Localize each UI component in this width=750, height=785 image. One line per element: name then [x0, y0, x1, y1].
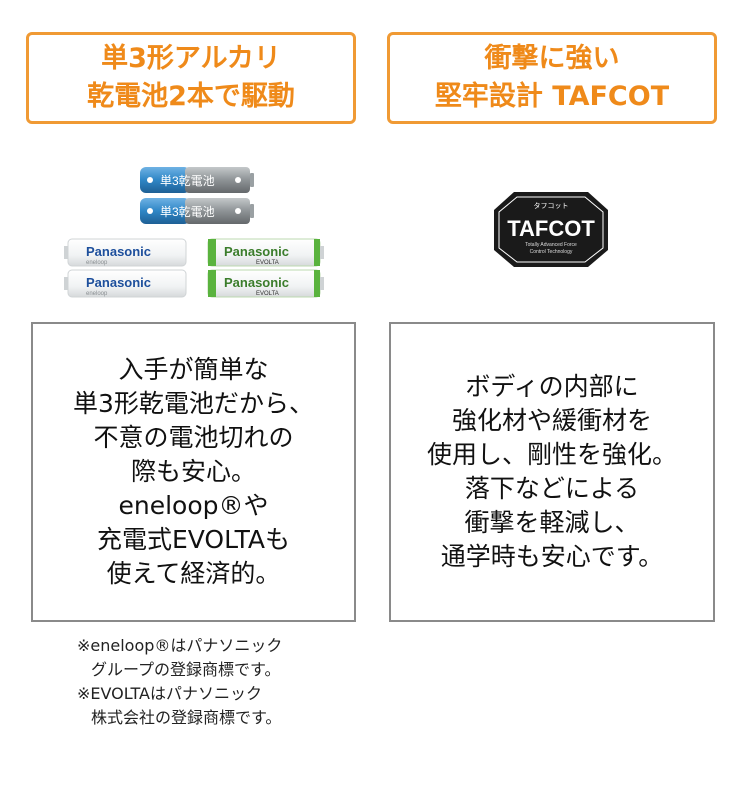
- panel-line: 衝撃を軽減し、: [464, 508, 640, 537]
- eneloop-label: eneloop: [86, 291, 108, 297]
- panel-line: 通学時も安心です。: [440, 542, 664, 571]
- brand-label: Panasonic: [86, 244, 151, 259]
- brand-label: Panasonic: [224, 275, 289, 290]
- note-line: ※EVOLTAはパナソニック: [77, 684, 262, 703]
- tafcot-description-panel: ボディの内部に 強化材や緩衝材を 使用し、剛性を強化。 落下などによる 衝撃を軽…: [389, 322, 715, 622]
- panel-line: 落下などによる: [464, 474, 640, 503]
- logo-sub1: Totally Advanced Force: [525, 242, 577, 248]
- panel-line: eneloop®や: [118, 491, 269, 520]
- panel-line: 単3形乾電池だから、: [73, 389, 314, 418]
- logo-name: TAFCOT: [507, 216, 595, 241]
- evolta-battery-2: Panasonic EVOLTA: [207, 269, 324, 298]
- evolta-label: EVOLTA: [256, 260, 279, 266]
- eneloop-battery-1: Panasonic eneloop: [64, 238, 187, 267]
- panel-line: 充電式EVOLTAも: [96, 525, 291, 554]
- feature-badge-battery: 単3形アルカリ 乾電池2本で駆動: [26, 32, 356, 124]
- note-line: ※eneloop®はパナソニック: [77, 636, 283, 655]
- battery-label: 単3乾電池: [160, 205, 215, 219]
- badge-title-line1: 衝撃に強い: [484, 43, 620, 74]
- panel-line: 際も安心。: [130, 457, 256, 486]
- badge-title-line2: 堅牢設計 TAFCOT: [434, 81, 670, 112]
- trademark-notes: ※eneloop®はパナソニック グループの登録商標です。 ※EVOLTAはパナ…: [77, 634, 377, 730]
- note-line: 株式会社の登録商標です。: [91, 708, 282, 727]
- panel-line: 入手が簡単な: [118, 355, 269, 384]
- aa-battery-2: 単3乾電池: [140, 198, 254, 224]
- logo-sub2: Control Technology: [530, 249, 573, 255]
- logo-top-text: タフコット: [534, 201, 569, 210]
- brand-label: Panasonic: [86, 275, 151, 290]
- feature-badge-tafcot: 衝撃に強い 堅牢設計 TAFCOT: [387, 32, 717, 124]
- tafcot-logo-area: タフコット TAFCOT Totally Advanced Force Cont…: [386, 155, 716, 310]
- eneloop-label: eneloop: [86, 260, 108, 266]
- badge-title-line1: 単3形アルカリ: [101, 43, 281, 74]
- brand-label: Panasonic: [224, 244, 289, 259]
- evolta-label: EVOLTA: [256, 291, 279, 297]
- panel-line: 使用し、剛性を強化。: [426, 440, 677, 469]
- panel-line: 使えて経済的。: [106, 559, 281, 588]
- panel-line: ボディの内部に: [465, 372, 639, 401]
- panel-line: 強化材や緩衝材を: [451, 406, 652, 435]
- panel-line: 不意の電池切れの: [93, 423, 294, 452]
- tafcot-logo: タフコット TAFCOT Totally Advanced Force Cont…: [494, 192, 608, 267]
- battery-label: 単3乾電池: [160, 174, 215, 188]
- badge-title-line2: 乾電池2本で駆動: [87, 81, 295, 112]
- battery-image: 単3乾電池 単3乾電池 Panasonic eneloop Panasonic …: [60, 155, 340, 310]
- battery-description-panel: 入手が簡単な 単3形乾電池だから、 不意の電池切れの 際も安心。 eneloop…: [31, 322, 356, 622]
- aa-battery-1: 単3乾電池: [140, 167, 254, 193]
- evolta-battery-1: Panasonic EVOLTA: [207, 238, 324, 267]
- eneloop-battery-2: Panasonic eneloop: [64, 269, 187, 298]
- batteries-illustration: 単3乾電池 単3乾電池 Panasonic eneloop Panasonic …: [64, 167, 324, 298]
- note-line: グループの登録商標です。: [91, 660, 281, 679]
